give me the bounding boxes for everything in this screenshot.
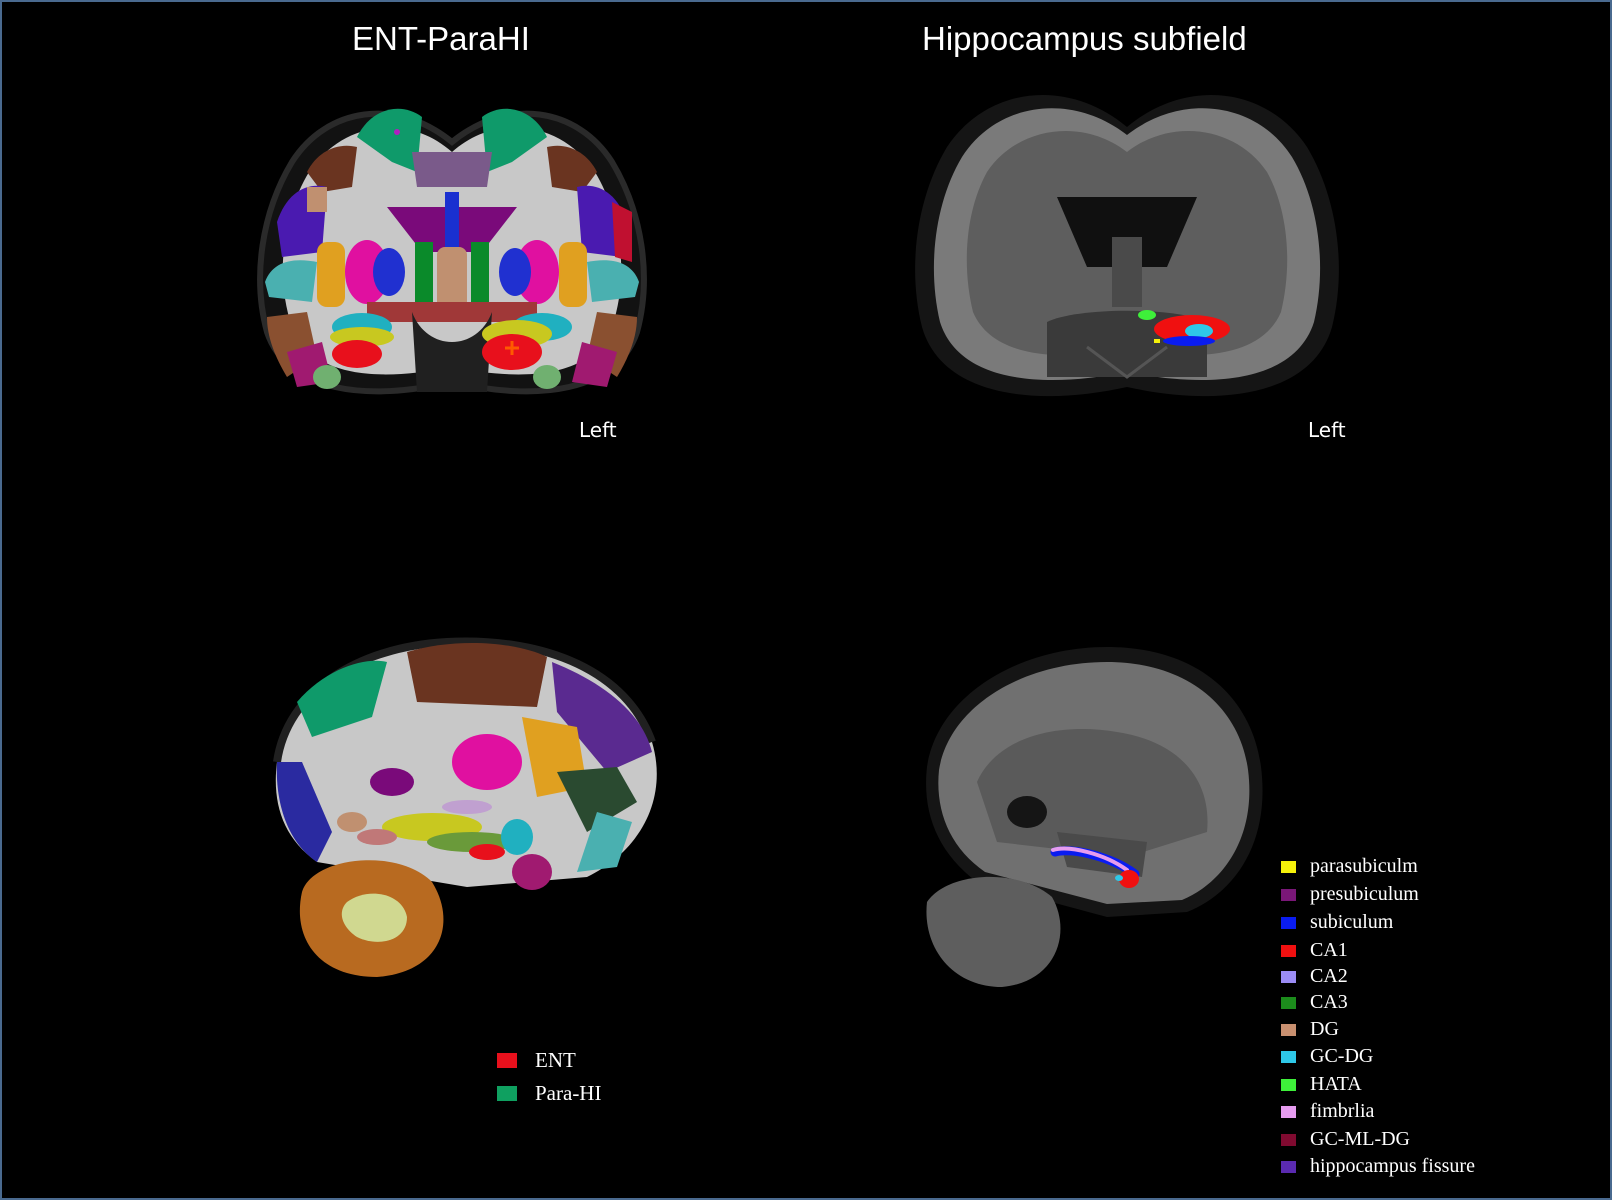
sagittal-mri-image <box>926 647 1263 987</box>
legend-label-dg: DG <box>1310 1018 1339 1040</box>
legend-item-ca1: CA1 <box>1281 939 1348 962</box>
legend-item-fimbrlia: fimbrlia <box>1281 1100 1374 1123</box>
legend-swatch-ent <box>497 1053 517 1068</box>
legend-swatch-presubiculum <box>1281 888 1296 901</box>
legend-item-gc-dg: GC-DG <box>1281 1045 1373 1068</box>
legend-swatch-subiculum <box>1281 916 1296 929</box>
legend-swatch-ca2 <box>1281 970 1296 983</box>
legend-item-hippocampus-fissure: hippocampus fissure <box>1281 1155 1475 1178</box>
legend-label-presubiculum: presubiculum <box>1310 883 1419 905</box>
legend-swatch-ca3 <box>1281 996 1296 1009</box>
legend-item-ca3: CA3 <box>1281 991 1348 1014</box>
legend-label-para-hi: Para-HI <box>535 1081 602 1105</box>
coronal-mri-image <box>915 94 1339 397</box>
legend-swatch-parasubiculm <box>1281 860 1296 873</box>
legend-swatch-dg <box>1281 1023 1296 1036</box>
legend-item-parasubiculm: parasubiculm <box>1281 855 1418 878</box>
legend-item-presubiculum: presubiculum <box>1281 883 1419 906</box>
legend-item-dg: DG <box>1281 1018 1339 1041</box>
legend-item-hata: HATA <box>1281 1073 1362 1096</box>
title-ent-parahi: ENT-ParaHI <box>352 20 530 57</box>
orientation-label-top-right: Left <box>1308 418 1346 442</box>
legend-label-parasubiculm: parasubiculm <box>1310 855 1418 877</box>
legend-swatch-fimbrlia <box>1281 1105 1296 1118</box>
legend-label-fimbrlia: fimbrlia <box>1310 1100 1375 1122</box>
sagittal-segmentation-image <box>273 637 657 977</box>
legend-swatch-gc-dg <box>1281 1050 1296 1063</box>
coronal-segmentation-image <box>257 108 647 395</box>
legend-swatch-hippocampus-fissure <box>1281 1160 1296 1173</box>
legend-label-ent: ENT <box>535 1048 576 1072</box>
legend-label-subiculum: subiculum <box>1310 911 1394 933</box>
legend-label-ca1: CA1 <box>1310 939 1348 961</box>
legend-label-ca3: CA3 <box>1310 991 1348 1013</box>
legend-item-subiculum: subiculum <box>1281 911 1393 934</box>
orientation-label-top-left: Left <box>579 418 617 442</box>
title-hippocampus-subfield: Hippocampus subfield <box>922 20 1247 57</box>
legend-swatch-para-hi <box>497 1086 517 1101</box>
legend-swatch-hata <box>1281 1078 1296 1091</box>
legend-item-gc-ml-dg: GC-ML-DG <box>1281 1128 1410 1151</box>
legend-label-gc-ml-dg: GC-ML-DG <box>1310 1128 1410 1150</box>
legend-swatch-gc-ml-dg <box>1281 1133 1296 1146</box>
legend-item-para-hi: Para-HI <box>497 1081 601 1106</box>
legend-label-ca2: CA2 <box>1310 965 1348 987</box>
legend-swatch-ca1 <box>1281 944 1296 957</box>
legend-label-hata: HATA <box>1310 1073 1362 1095</box>
legend-item-ca2: CA2 <box>1281 965 1348 988</box>
legend-label-gc-dg: GC-DG <box>1310 1045 1374 1067</box>
legend-label-hippocampus-fissure: hippocampus fissure <box>1310 1155 1475 1177</box>
legend-item-ent: ENT <box>497 1048 576 1073</box>
